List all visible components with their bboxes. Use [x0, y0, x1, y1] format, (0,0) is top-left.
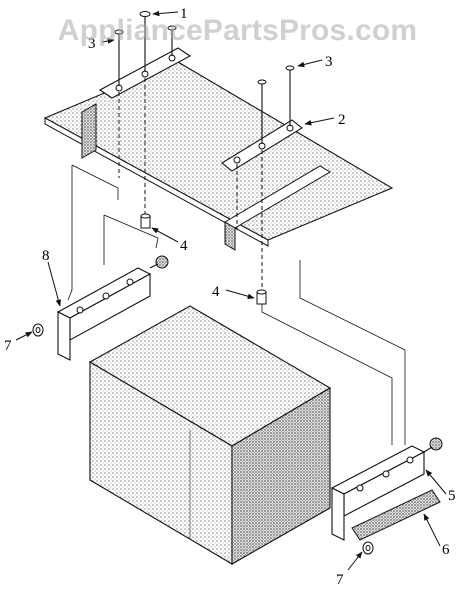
screw-3-mid-a — [167, 25, 177, 56]
callout-7-left: 7 — [4, 338, 12, 354]
insulator-pad-6 — [351, 489, 441, 541]
mounting-plate-2 — [221, 119, 303, 172]
standoff-4-lower — [256, 289, 267, 305]
screw-3-right-a — [257, 79, 267, 144]
screw-3-left — [114, 29, 124, 86]
clip-near-bracket-8 — [149, 255, 169, 269]
callout-8: 8 — [42, 248, 50, 264]
callout-3-left: 3 — [88, 36, 96, 52]
cabinet-panel — [43, 61, 394, 251]
callout-7-right: 7 — [336, 572, 344, 588]
clip-near-bracket-5 — [423, 437, 443, 453]
transformer-box — [88, 305, 332, 565]
callout-5: 5 — [448, 488, 456, 504]
alignment-lines — [67, 78, 406, 445]
callout-6: 6 — [442, 542, 450, 558]
callout-3-right: 3 — [325, 54, 333, 70]
callout-labels: 1 3 3 2 4 4 8 7 5 6 7 — [4, 6, 456, 588]
leader-lines — [15, 10, 447, 571]
standoff-4-upper — [140, 213, 151, 229]
callout-2: 2 — [338, 112, 346, 128]
nut-7-left — [32, 323, 44, 337]
callout-4-upper: 4 — [180, 238, 188, 254]
screw-1 — [139, 11, 151, 72]
screw-3-right-b — [285, 65, 295, 126]
bracket-8 — [56, 267, 152, 361]
callout-1: 1 — [180, 6, 188, 22]
bracket-5 — [330, 445, 426, 541]
callout-4-lower: 4 — [212, 284, 220, 300]
nut-7-right — [362, 541, 374, 555]
mounting-plate-upper-left — [98, 47, 192, 99]
